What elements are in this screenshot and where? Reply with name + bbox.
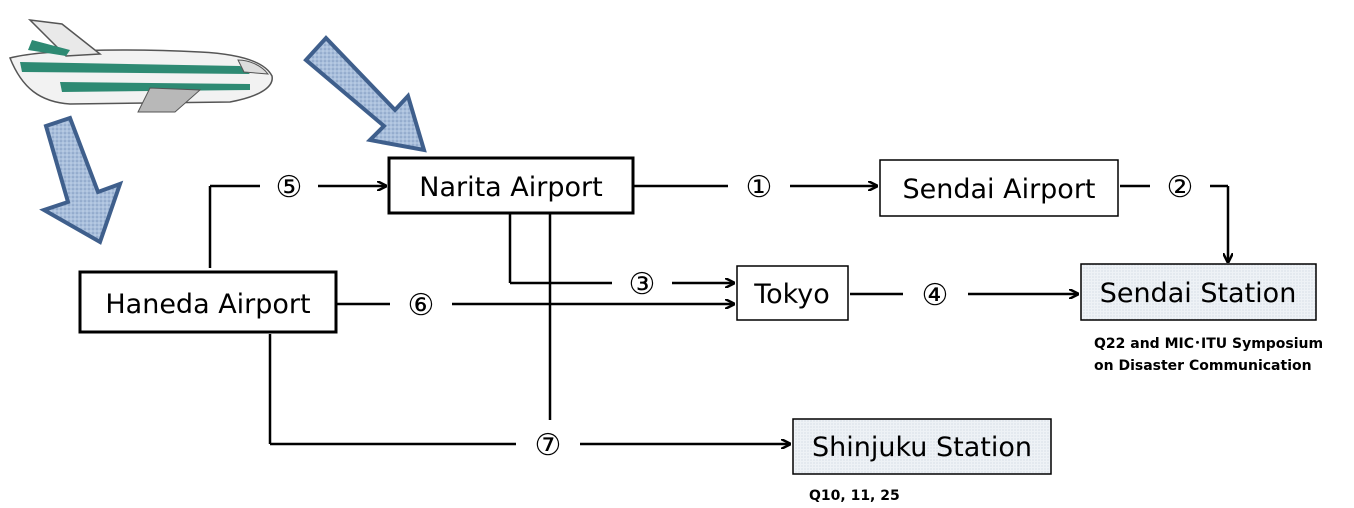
airplane-icon: [8, 18, 273, 113]
svg-text:Narita Airport: Narita Airport: [419, 172, 602, 203]
step-label-3: ③: [629, 267, 656, 302]
route-lines: [208, 186, 1228, 444]
down-right-arrow-icon: [303, 35, 427, 153]
svg-text:Shinjuku Station: Shinjuku Station: [812, 432, 1032, 463]
node-tokyo: Tokyo: [736, 265, 849, 321]
step-label-2: ②: [1167, 170, 1194, 205]
down-right-arrow-icon: [39, 115, 124, 245]
step-label-1: ①: [746, 170, 773, 205]
node-narita-airport: Narita Airport: [387, 156, 635, 215]
step-label-4: ④: [922, 278, 949, 313]
node-sendai-station: Sendai Station: [1080, 263, 1317, 321]
sendai-station-note-line2: on Disaster Communication: [1094, 358, 1312, 374]
svg-text:Haneda Airport: Haneda Airport: [105, 289, 310, 320]
node-shinjuku-station: Shinjuku Station: [792, 418, 1052, 475]
svg-text:Tokyo: Tokyo: [753, 279, 830, 310]
node-haneda-airport: Haneda Airport: [78, 270, 338, 334]
node-sendai-airport: Sendai Airport: [879, 159, 1119, 217]
svg-text:Sendai Station: Sendai Station: [1100, 278, 1297, 309]
step-label-5: ⑤: [276, 170, 303, 205]
step-label-7: ⑦: [535, 428, 562, 463]
shinjuku-station-note: Q10, 11, 25: [809, 488, 900, 504]
svg-text:Sendai Airport: Sendai Airport: [902, 174, 1095, 205]
step-label-6: ⑥: [408, 288, 435, 323]
sendai-station-note-line1: Q22 and MIC･ITU Symposium: [1094, 336, 1323, 352]
